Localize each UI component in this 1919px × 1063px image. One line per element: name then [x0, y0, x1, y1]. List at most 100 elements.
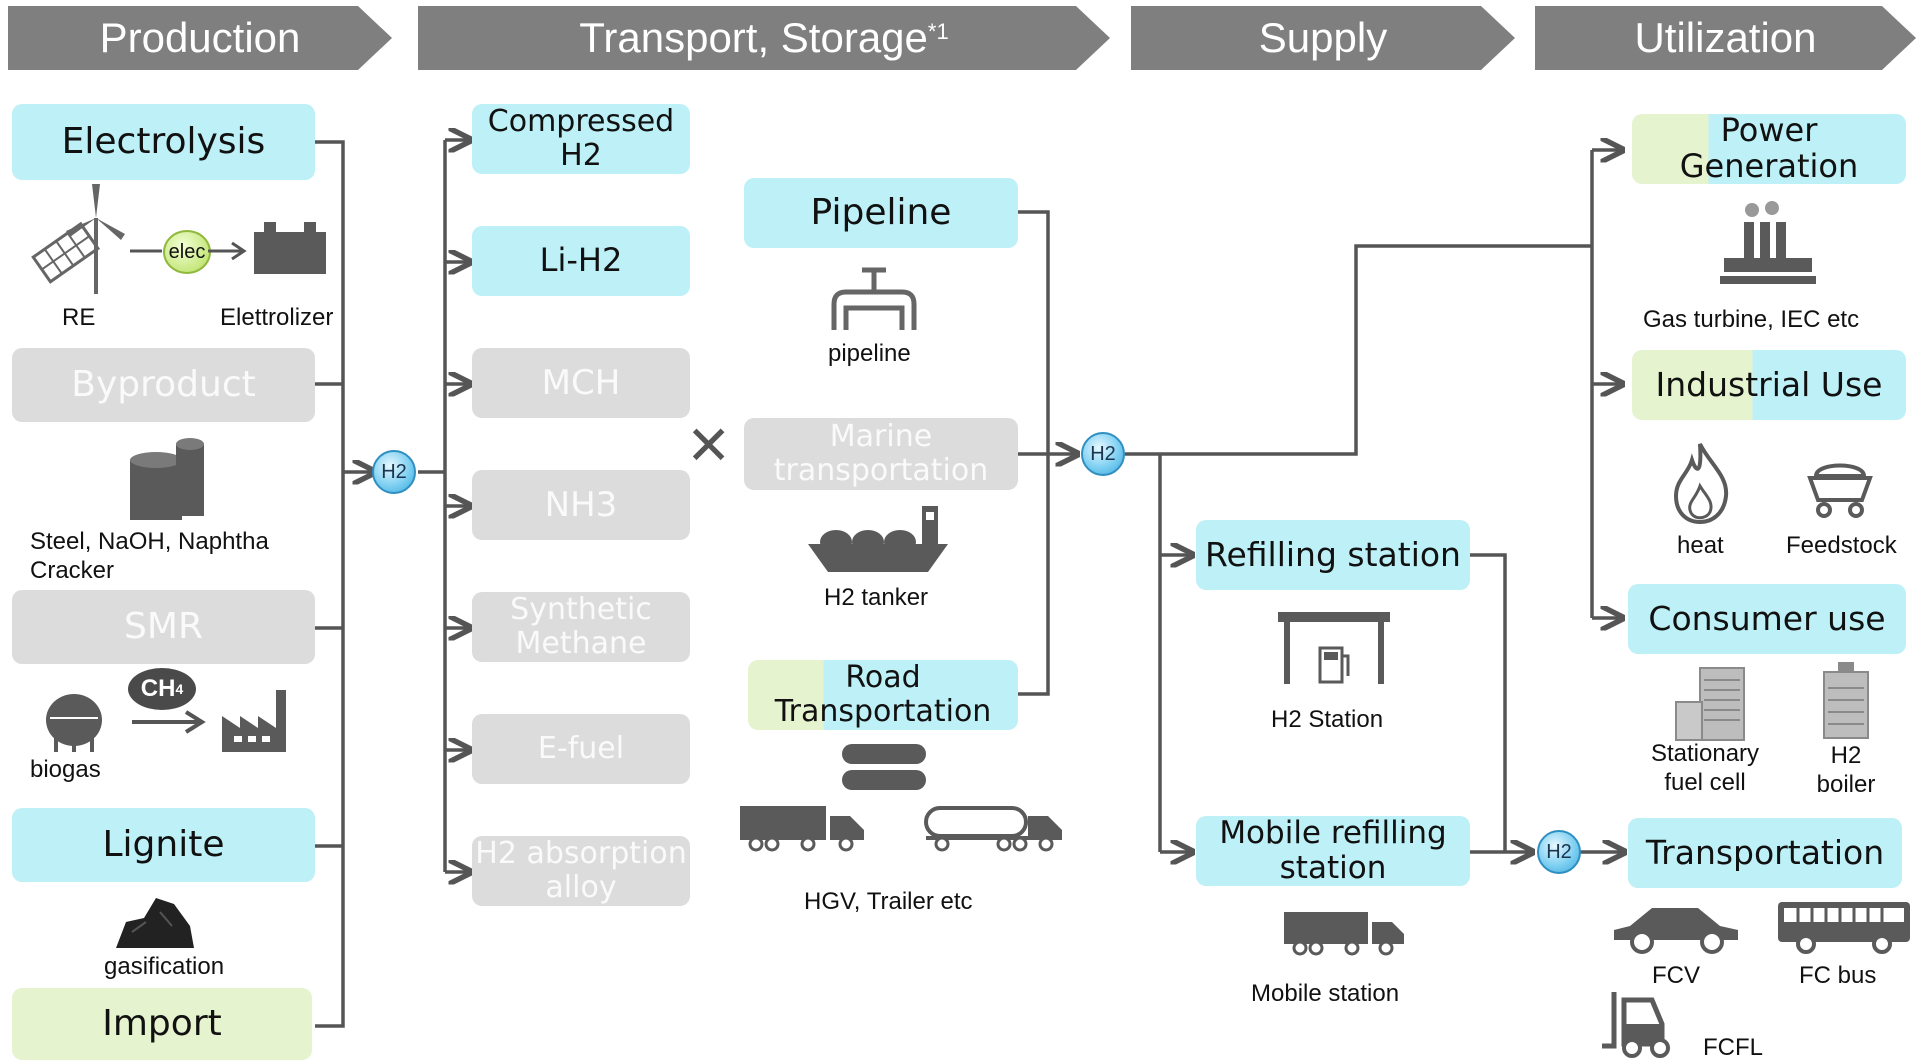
- h2-hub-production-label: H2: [381, 460, 407, 483]
- compressed-label-line1: Compressed: [487, 104, 675, 140]
- stage-supply-label: Supply: [1258, 14, 1388, 61]
- marine-label-line2: transportation: [773, 453, 989, 488]
- steel-label-line1: Steel, NaOH, Naphtha: [30, 528, 269, 555]
- fc-bus-icon: [1778, 902, 1910, 954]
- renewable-energy-icon: [31, 184, 125, 294]
- import-label: Import: [102, 1002, 222, 1044]
- smr-label: SMR: [124, 605, 203, 647]
- stage-utilization: Utilization: [1535, 6, 1916, 70]
- stationary-label: Stationary fuel cell: [1640, 740, 1770, 798]
- electrolysis-label: Electrolysis: [61, 120, 266, 162]
- stationary-label-line2: fuel cell: [1664, 768, 1746, 796]
- import-box: Import: [12, 988, 312, 1060]
- e-fuel-label: E-fuel: [537, 731, 625, 767]
- electrolysis-box: Electrolysis: [12, 104, 315, 180]
- power-generation-label: Power Generation: [1679, 111, 1859, 185]
- truck-icon: [740, 806, 864, 852]
- flame-icon: [1673, 443, 1729, 524]
- elettrolizer-label: Elettrolizer: [220, 304, 334, 331]
- stage-production-label: Production: [99, 14, 301, 61]
- factory-icon: [222, 690, 286, 752]
- steel-label-line2: Cracker: [30, 557, 115, 584]
- mobile-refilling-label-line2: station: [1279, 850, 1387, 886]
- h2-hub-supply: H2: [1537, 830, 1581, 874]
- stationary-fuel-cell-icon: [1675, 667, 1745, 741]
- road-label-line1: Road: [845, 660, 921, 696]
- h2-boiler-label-line2: boiler: [1816, 770, 1876, 798]
- elec-label: elec: [168, 240, 206, 263]
- hgv-label: HGV, Trailer etc: [804, 888, 973, 915]
- stage-transport-label: Transport, Storage: [579, 14, 928, 61]
- synthetic-label-line1: Synthetic: [510, 592, 652, 628]
- consumer-use-box: Consumer use: [1628, 584, 1906, 654]
- transportation-box: Transportation: [1628, 818, 1902, 888]
- e-fuel-box: E-fuel: [472, 714, 690, 784]
- h2-boiler-label-line1: H2: [1830, 742, 1862, 769]
- footnote-marker: *1: [927, 19, 949, 44]
- cross-mark: ✕: [686, 414, 732, 477]
- pipeline-label: pipeline: [828, 340, 911, 367]
- alloy-label-line1: H2 absorption: [475, 836, 687, 872]
- fcv-label: FCV: [1652, 962, 1700, 989]
- byproduct-label: Byproduct: [71, 363, 256, 405]
- compressed-label-line2: H2: [560, 138, 602, 173]
- stage-transport-storage: Transport, Storage*1: [418, 6, 1110, 70]
- pipeline-icon: [831, 267, 917, 330]
- industrial-use-label: Industrial Use: [1655, 364, 1883, 404]
- elec-arrow: [130, 241, 247, 261]
- lignite-label: Lignite: [102, 823, 225, 865]
- industrial-use-box: Industrial Use: [1632, 350, 1906, 420]
- li-h2-box: Li-H2: [472, 226, 690, 296]
- pipeline-box-label: Pipeline: [810, 191, 952, 233]
- smr-box: SMR: [12, 590, 315, 664]
- li-h2-label: Li-H2: [539, 241, 623, 280]
- ch4-subscript: 4: [175, 681, 184, 697]
- coal-icon: [116, 898, 194, 948]
- refilling-label: Refilling station: [1205, 534, 1461, 574]
- gas-turbine-label: Gas turbine, IEC etc: [1643, 306, 1860, 333]
- fcv-car-icon: [1614, 908, 1738, 954]
- pipeline-box: Pipeline: [744, 178, 1018, 248]
- h2-station-icon: [1278, 612, 1390, 684]
- biogas-tank-icon: [46, 694, 102, 752]
- synthetic-label-line2: Methane: [515, 626, 647, 661]
- h2-hub-supply-label: H2: [1546, 840, 1572, 863]
- stationary-label-line1: Stationary: [1650, 740, 1760, 767]
- elec-node: elec: [163, 230, 211, 274]
- h2-tanker-label: H2 tanker: [824, 584, 929, 611]
- h2-boiler-label: H2 boiler: [1806, 742, 1886, 800]
- fcfl-forklift-icon: [1602, 992, 1670, 1058]
- h2-boiler-icon: [1823, 662, 1869, 739]
- alloy-label-line2: alloy: [545, 870, 617, 905]
- h2-hub-production: H2: [372, 450, 416, 494]
- nh3-box: NH3: [472, 470, 690, 540]
- h2-hub-transport-label: H2: [1090, 442, 1116, 465]
- heat-label: heat: [1677, 532, 1724, 559]
- transportation-label: Transportation: [1645, 832, 1885, 872]
- stage-utilization-label: Utilization: [1634, 14, 1817, 61]
- marine-label-line1: Marine: [829, 419, 933, 455]
- power-generation-box: Power Generation: [1632, 111, 1906, 185]
- biogas-label: biogas: [30, 756, 101, 783]
- stage-production: Production: [8, 6, 392, 70]
- mobile-refilling-label-line1: Mobile refilling: [1219, 815, 1447, 852]
- fcfl-label: FCFL: [1703, 1034, 1763, 1061]
- refilling-station-box: Refilling station: [1196, 520, 1470, 590]
- consumer-use-label: Consumer use: [1648, 598, 1886, 638]
- gasification-label: gasification: [104, 953, 225, 980]
- electrolyzer-icon: [254, 222, 326, 274]
- h2-station-label: H2 Station: [1271, 706, 1384, 733]
- ch4-label: CH: [140, 675, 176, 702]
- gas-cylinders-icon: [842, 744, 926, 790]
- mobile-truck-icon: [1284, 912, 1404, 956]
- feedstock-label: Feedstock: [1786, 532, 1897, 559]
- h2-tanker-icon: [808, 506, 948, 572]
